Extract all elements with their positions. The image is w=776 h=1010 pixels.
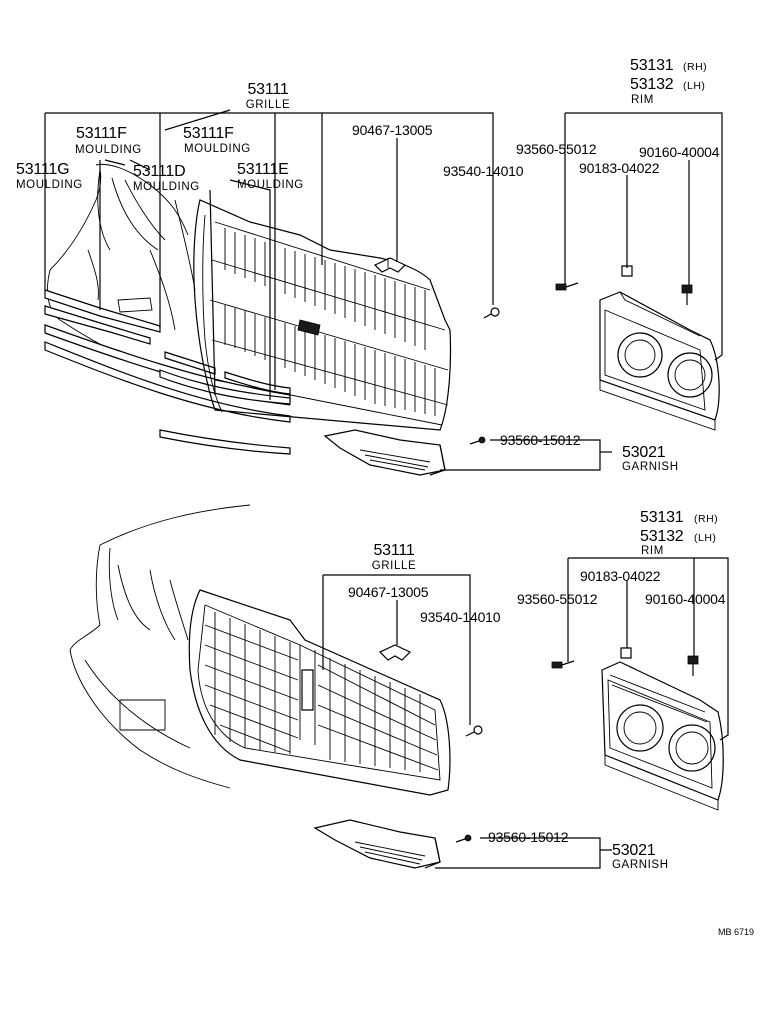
top-rim-rh-suffix: (RH) — [683, 61, 707, 73]
top-rim-fasteners — [555, 265, 693, 305]
bottom-grille-screw-part-number: 93540-14010 — [420, 609, 501, 625]
top-rim-nut — [621, 265, 633, 277]
top-garnish-screw-number: 93560-15012 — [500, 432, 581, 448]
bottom-grille-mesh — [204, 612, 439, 772]
top-moulding-g-name: MOULDING — [16, 179, 83, 191]
top-rim-lh-suffix: (LH) — [683, 80, 705, 92]
top-moulding-f-right-number: 53111F — [183, 125, 234, 142]
top-mouldings — [44, 289, 291, 455]
bottom-garnish-number: 53021 — [612, 842, 656, 859]
top-labels: 53111 GRILLE 53111F MOULDING 53111F MOUL… — [16, 57, 720, 473]
bottom-grille-emblem — [301, 669, 314, 711]
top-rim-screw — [555, 283, 567, 291]
top-clip-part-number: 90467-13005 — [352, 122, 433, 138]
top-grille-part-name: GRILLE — [246, 99, 291, 111]
bottom-rim-nut — [620, 647, 632, 659]
bottom-rim-screw-number: 93560-55012 — [517, 591, 598, 607]
top-rim-lh-number: 53132 — [630, 76, 674, 93]
top-grille-screw-part — [483, 307, 500, 319]
top-rim-name: RIM — [631, 94, 654, 106]
top-garnish-screw-part — [469, 436, 486, 445]
top-garnish — [323, 429, 446, 476]
bottom-garnish — [313, 819, 441, 869]
bottom-rim-nut-number: 90183-04022 — [580, 568, 661, 584]
bottom-assembly: 53111 GRILLE 90467-13005 93540-14010 531… — [69, 504, 729, 871]
bottom-garnish-screw-number: 93560-15012 — [488, 829, 569, 845]
top-assembly: 53111 GRILLE 53111F MOULDING 53111F MOUL… — [16, 57, 723, 476]
top-moulding-e-number: 53111E — [237, 161, 289, 178]
top-moulding-d-name: MOULDING — [133, 181, 200, 193]
bottom-garnish-name: GARNISH — [612, 859, 669, 871]
top-moulding-g-number: 53111G — [16, 161, 69, 178]
bottom-clip-part-number: 90467-13005 — [348, 584, 429, 600]
bottom-rim-lh-suffix: (LH) — [694, 532, 716, 544]
bottom-rim-bolt-number: 90160-40004 — [645, 591, 726, 607]
top-moulding-f-left-name: MOULDING — [75, 144, 142, 156]
top-moulding-e-name: MOULDING — [237, 179, 304, 191]
bottom-headlamp-rim — [601, 661, 724, 811]
moulding-f-left-strip — [44, 305, 151, 345]
bottom-labels: 53111 GRILLE 90467-13005 93540-14010 531… — [348, 509, 726, 871]
top-moulding-f-right-name: MOULDING — [184, 143, 251, 155]
bottom-rim-rh-number: 53131 — [640, 509, 684, 526]
bottom-grille-part-number: 53111 — [373, 542, 414, 559]
top-rim-screw-number: 93560-55012 — [516, 141, 597, 157]
bottom-garnish-screw-part — [455, 834, 472, 843]
top-garnish-name: GARNISH — [622, 461, 679, 473]
bottom-grille-screw-part — [465, 725, 483, 737]
bottom-rim-lh-number: 53132 — [640, 528, 684, 545]
top-moulding-f-left-number: 53111F — [76, 125, 127, 142]
top-grille — [193, 199, 452, 431]
top-leader-lines — [44, 109, 723, 471]
top-rim-rh-number: 53131 — [630, 57, 674, 74]
top-moulding-d-number: 53111D — [133, 163, 185, 180]
bottom-leader-lines — [322, 557, 729, 869]
top-grille-bars — [224, 228, 436, 416]
top-rim-bolt — [681, 284, 693, 294]
moulding-e-strip — [159, 369, 291, 405]
moulding-e-small — [224, 371, 291, 395]
bottom-car-body-outline — [69, 504, 251, 789]
bottom-rim-fasteners — [551, 647, 699, 676]
top-rim-bolt-number: 90160-40004 — [639, 144, 720, 160]
top-grille-part-number: 53111 — [247, 81, 288, 98]
moulding-bottom-strip — [159, 429, 291, 455]
top-grille-screw-part-number: 93540-14010 — [443, 163, 524, 179]
top-garnish-number: 53021 — [622, 444, 666, 461]
top-grille-emblem — [297, 319, 321, 336]
bottom-rim-bolt — [687, 655, 699, 665]
bottom-grille-part-name: GRILLE — [372, 560, 417, 572]
top-clip-part — [373, 257, 407, 273]
top-headlamp-rim — [599, 291, 720, 431]
bottom-rim-name: RIM — [641, 545, 664, 557]
bottom-grille — [188, 589, 451, 796]
bottom-rim-rh-suffix: (RH) — [694, 513, 718, 525]
top-rim-nut-number: 90183-04022 — [579, 160, 660, 176]
bottom-rim-screw — [551, 661, 563, 669]
figure-code: MB 6719 — [718, 927, 754, 937]
bottom-clip-part — [378, 644, 412, 661]
